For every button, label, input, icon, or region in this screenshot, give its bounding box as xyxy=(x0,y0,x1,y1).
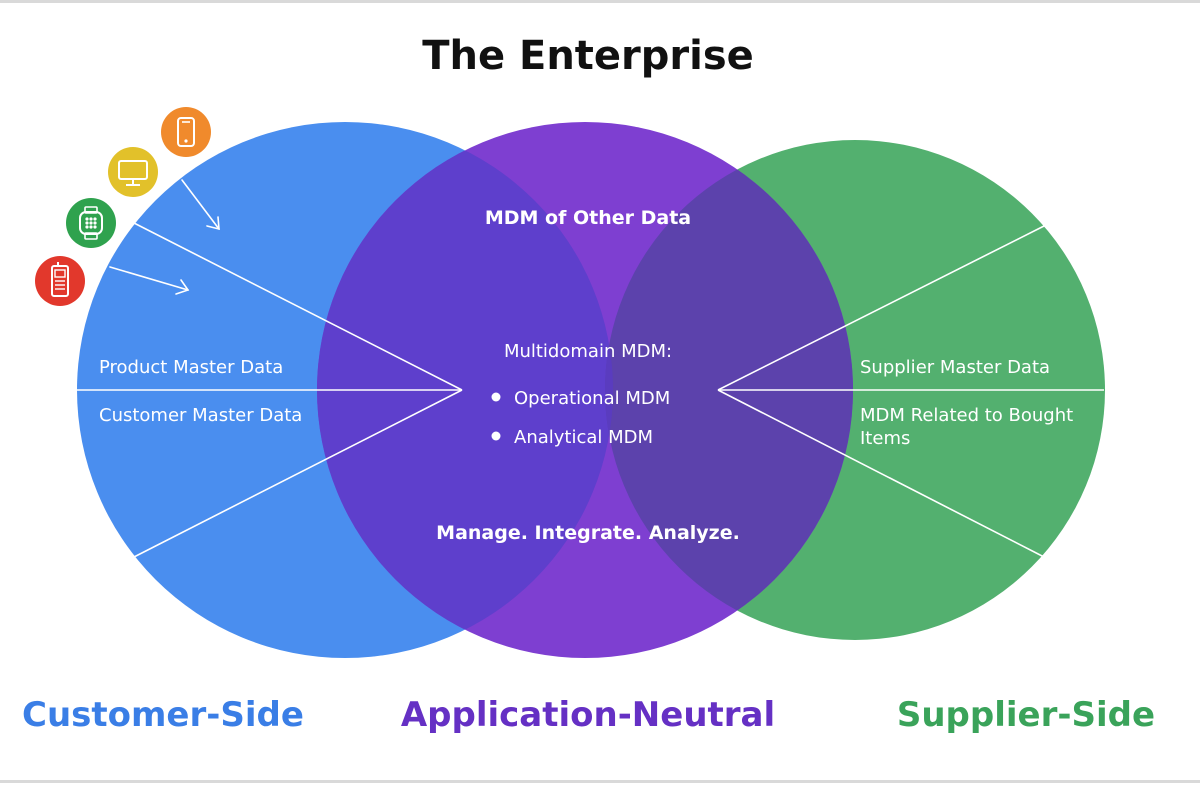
diagram-title: The Enterprise xyxy=(422,33,754,79)
bullet-dot xyxy=(491,431,501,441)
customer-master-data-label: Customer Master Data xyxy=(99,405,302,426)
operational-mdm-label: Operational MDM xyxy=(514,388,670,409)
desktop-monitor-icon xyxy=(108,147,158,197)
application-neutral-label: Application-Neutral xyxy=(401,695,775,735)
product-master-data-label: Product Master Data xyxy=(99,357,283,378)
supplier-application-overlap xyxy=(605,140,853,640)
smartwatch-icon xyxy=(66,198,116,248)
customer-application-overlap xyxy=(317,122,613,658)
bottom-divider xyxy=(0,780,1200,783)
analytical-mdm-label: Analytical MDM xyxy=(514,427,653,448)
device-arrows xyxy=(109,179,220,295)
tagline-label: Manage. Integrate. Analyze. xyxy=(436,522,740,544)
bullet-dot xyxy=(491,392,501,402)
mdm-bought-items-label-line2: Items xyxy=(860,428,910,449)
customer-side-label: Customer-Side xyxy=(22,695,304,735)
top-divider xyxy=(0,0,1200,3)
multidomain-mdm-label: Multidomain MDM: xyxy=(504,341,672,362)
supplier-divider-lines xyxy=(717,224,1104,559)
mdm-of-other-data-label: MDM of Other Data xyxy=(485,207,691,229)
supplier-side-label: Supplier-Side xyxy=(897,695,1155,735)
mobile-phone-icon xyxy=(35,256,85,306)
mdm-bought-items-label-line1: MDM Related to Bought xyxy=(860,405,1073,426)
customer-divider-lines xyxy=(77,222,463,558)
smartphone-icon xyxy=(161,107,211,157)
supplier-master-data-label: Supplier Master Data xyxy=(860,357,1050,378)
